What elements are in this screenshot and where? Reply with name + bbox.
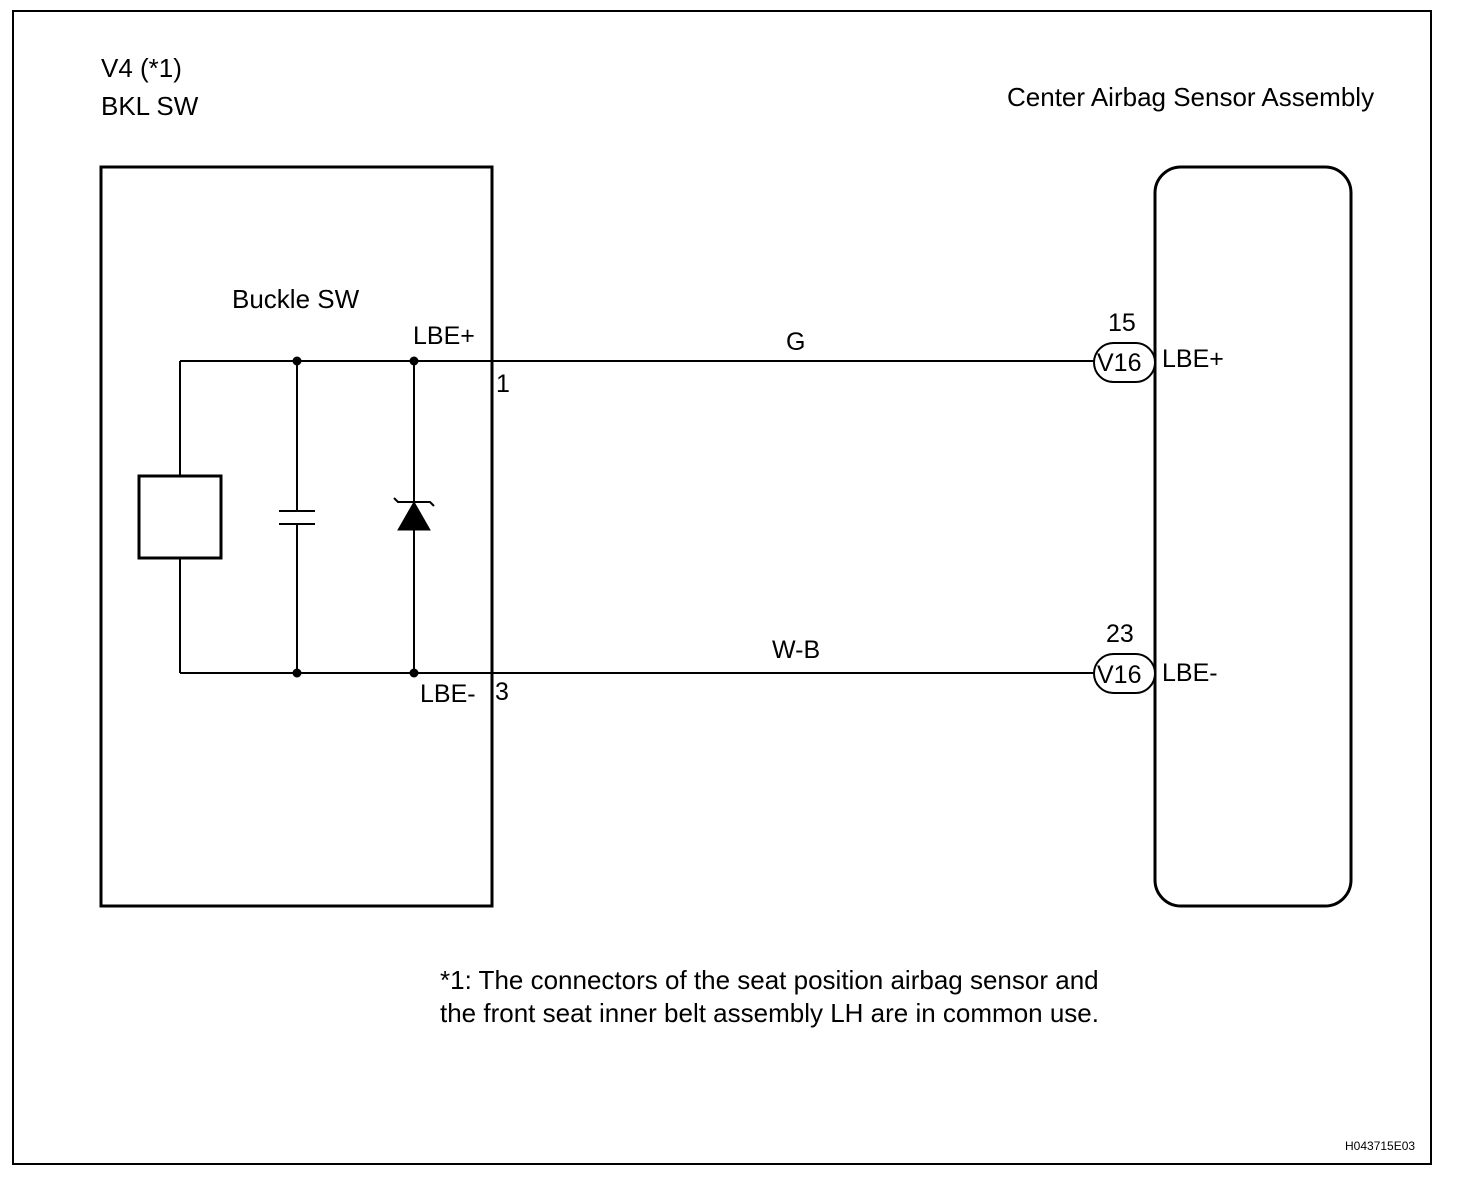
pin-label-lbe-plus-left: LBE+ — [413, 322, 475, 350]
pin-number-15: 15 — [1108, 309, 1136, 337]
footnote-line-2: the front seat inner belt assembly LH ar… — [440, 998, 1099, 1028]
pin-label-lbe-minus-right: LBE- — [1162, 659, 1218, 687]
connector-label-v16-top: V16 — [1097, 349, 1141, 377]
external-wires — [492, 360, 1094, 674]
zener-diode — [393, 497, 435, 531]
wire-color-g: G — [786, 328, 805, 356]
pin-number-1: 1 — [496, 370, 510, 398]
pin-label-lbe-minus-left: LBE- — [420, 680, 476, 708]
diagram-frame — [12, 10, 1432, 1165]
connector-code-label: V4 (*1) — [101, 53, 182, 83]
footnote-line-1: *1: The connectors of the seat position … — [440, 965, 1099, 995]
pin-number-3: 3 — [495, 678, 509, 706]
pin-number-23: 23 — [1106, 620, 1134, 648]
airbag-sensor-title: Center Airbag Sensor Assembly — [1007, 82, 1374, 112]
wire-color-w-b: W-B — [772, 636, 820, 664]
component-name-label: BKL SW — [101, 91, 199, 121]
airbag-sensor-box — [1153, 165, 1353, 908]
buckle-switch-circuit — [179, 360, 492, 674]
resistor-element — [137, 474, 223, 560]
connector-v16-pin15 — [1093, 342, 1156, 383]
pin-label-lbe-plus-right: LBE+ — [1162, 345, 1224, 373]
capacitor — [279, 510, 315, 525]
junction-dots — [292, 356, 419, 678]
figure-id: H043715E03 — [1345, 1139, 1415, 1153]
connector-label-v16-bottom: V16 — [1097, 661, 1141, 689]
buckle-switch-box — [99, 165, 494, 908]
buckle-sw-label: Buckle SW — [232, 284, 360, 314]
connector-v16-pin23 — [1093, 653, 1156, 694]
